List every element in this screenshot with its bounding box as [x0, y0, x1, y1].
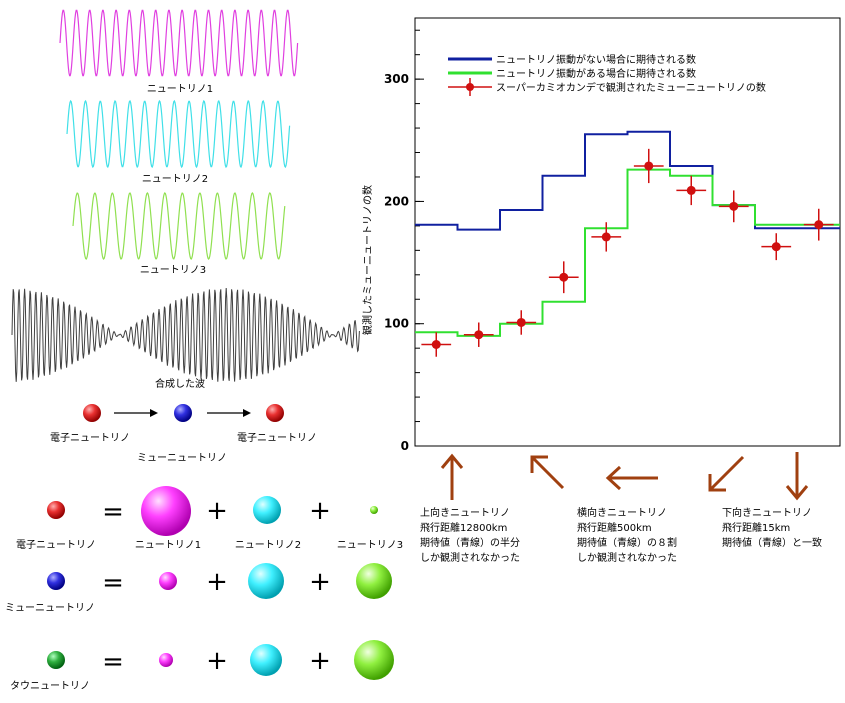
- neutrino-1-wave: [59, 9, 299, 77]
- y-tick-label: 100: [384, 317, 409, 331]
- annotation-down: 下向きニュートリノ 飛行距離15km 期待値（青線）と一致: [722, 506, 822, 549]
- muon-neutrino-ball: [174, 404, 192, 422]
- annotation-side: 横向きニュートリノ 飛行距離500km 期待値（青線）の８割 しか観測されなかっ…: [577, 506, 680, 564]
- electron-neutrino-ball: [83, 404, 101, 422]
- tau-neutrino-label: タウニュートリノ: [10, 680, 90, 692]
- electron-neutrino-label: 電子ニュートリノ: [16, 539, 96, 551]
- equals-sign: =: [102, 497, 124, 527]
- start-label: 電子ニュートリノ: [50, 432, 130, 444]
- plus-sign: +: [309, 496, 331, 526]
- legend-no-oscillation: ニュートリノ振動がない場合に期待される数: [496, 53, 696, 66]
- observed-point: [474, 330, 484, 340]
- plus-sign: +: [309, 567, 331, 597]
- plus-sign: +: [206, 496, 228, 526]
- component-3-label: ニュートリノ3: [337, 540, 403, 551]
- combined-wave-label: 合成した波: [155, 377, 205, 390]
- legend: ニュートリノ振動がない場合に期待される数 ニュートリノ振動がある場合に期待される…: [448, 53, 766, 96]
- observed-point: [771, 242, 781, 252]
- left-arrow-icon: [605, 465, 658, 491]
- neutrino-2-ball: [253, 496, 281, 524]
- legend-swatch-observed-dot: [466, 83, 474, 91]
- plus-sign: +: [309, 646, 331, 676]
- neutrino-2-ball: [250, 644, 282, 676]
- electron-neutrino-ball: [47, 501, 65, 519]
- wave-1-label: ニュートリノ1: [147, 84, 213, 95]
- arrow-head-icon: [243, 409, 251, 417]
- legend-observed: スーパーカミオカンデで観測されたミューニュートリノの数: [496, 81, 766, 94]
- component-1-label: ニュートリノ1: [135, 540, 201, 551]
- observed-point: [431, 340, 441, 350]
- muon-neutrino-ball: [47, 572, 65, 590]
- neutrino-1-ball: [159, 572, 177, 590]
- up-arrow-icon: [440, 453, 464, 500]
- diagonal-up-arrow-icon: [530, 455, 565, 490]
- muon-neutrino-label: ミューニュートリノ: [5, 603, 95, 614]
- observed-point: [601, 232, 611, 242]
- middle-label: ミューニュートリノ: [137, 453, 227, 464]
- observed-point: [644, 161, 654, 171]
- observed-point: [686, 185, 696, 195]
- observed-point: [729, 201, 739, 211]
- y-tick-label: 300: [384, 72, 409, 86]
- plus-sign: +: [206, 567, 228, 597]
- neutrino-3-wave: [72, 192, 286, 260]
- observed-point: [814, 220, 824, 230]
- observed-point: [516, 317, 526, 327]
- wave-3-label: ニュートリノ3: [140, 265, 206, 276]
- neutrino-3-ball: [370, 506, 378, 514]
- annotation-up: 上向きニュートリノ 飛行距離12800km 期待値（青線）の半分 しか観測されな…: [420, 506, 523, 564]
- combined-wave: [11, 287, 360, 382]
- chart-frame: [414, 17, 841, 447]
- y-axis: 0 100 200 300: [384, 29, 424, 453]
- neutrino-1-ball: [159, 653, 173, 667]
- observed-point: [559, 272, 569, 282]
- plus-sign: +: [206, 646, 228, 676]
- direction-arrows: [440, 452, 809, 501]
- neutrino-2-ball: [248, 563, 284, 599]
- neutrino-2-wave: [66, 99, 291, 169]
- wave-2-label: ニュートリノ2: [142, 174, 208, 185]
- electron-neutrino-ball: [266, 404, 284, 422]
- neutrino-3-ball: [356, 563, 392, 599]
- chart: 0 100 200 300 観測したミューニュートリノの数 ニュートリノ振動がない場合…: [361, 17, 841, 453]
- down-arrow-icon: [785, 452, 809, 501]
- end-label: 電子ニュートリノ: [237, 432, 317, 444]
- legend-oscillation: ニュートリノ振動がある場合に期待される数: [496, 67, 696, 80]
- neutrino-3-ball: [354, 640, 394, 680]
- y-tick-label: 0: [401, 439, 409, 453]
- equals-sign: =: [102, 647, 124, 677]
- tau-neutrino-ball: [47, 651, 65, 669]
- equals-sign: =: [102, 568, 124, 598]
- component-2-label: ニュートリノ2: [235, 540, 301, 551]
- y-tick-label: 200: [384, 194, 409, 208]
- observed-points: [421, 148, 834, 357]
- arrow-head-icon: [150, 409, 158, 417]
- diagonal-down-arrow-icon: [708, 455, 745, 492]
- neutrino-1-ball: [141, 486, 191, 536]
- y-axis-label: 観測したミューニュートリノの数: [361, 185, 374, 335]
